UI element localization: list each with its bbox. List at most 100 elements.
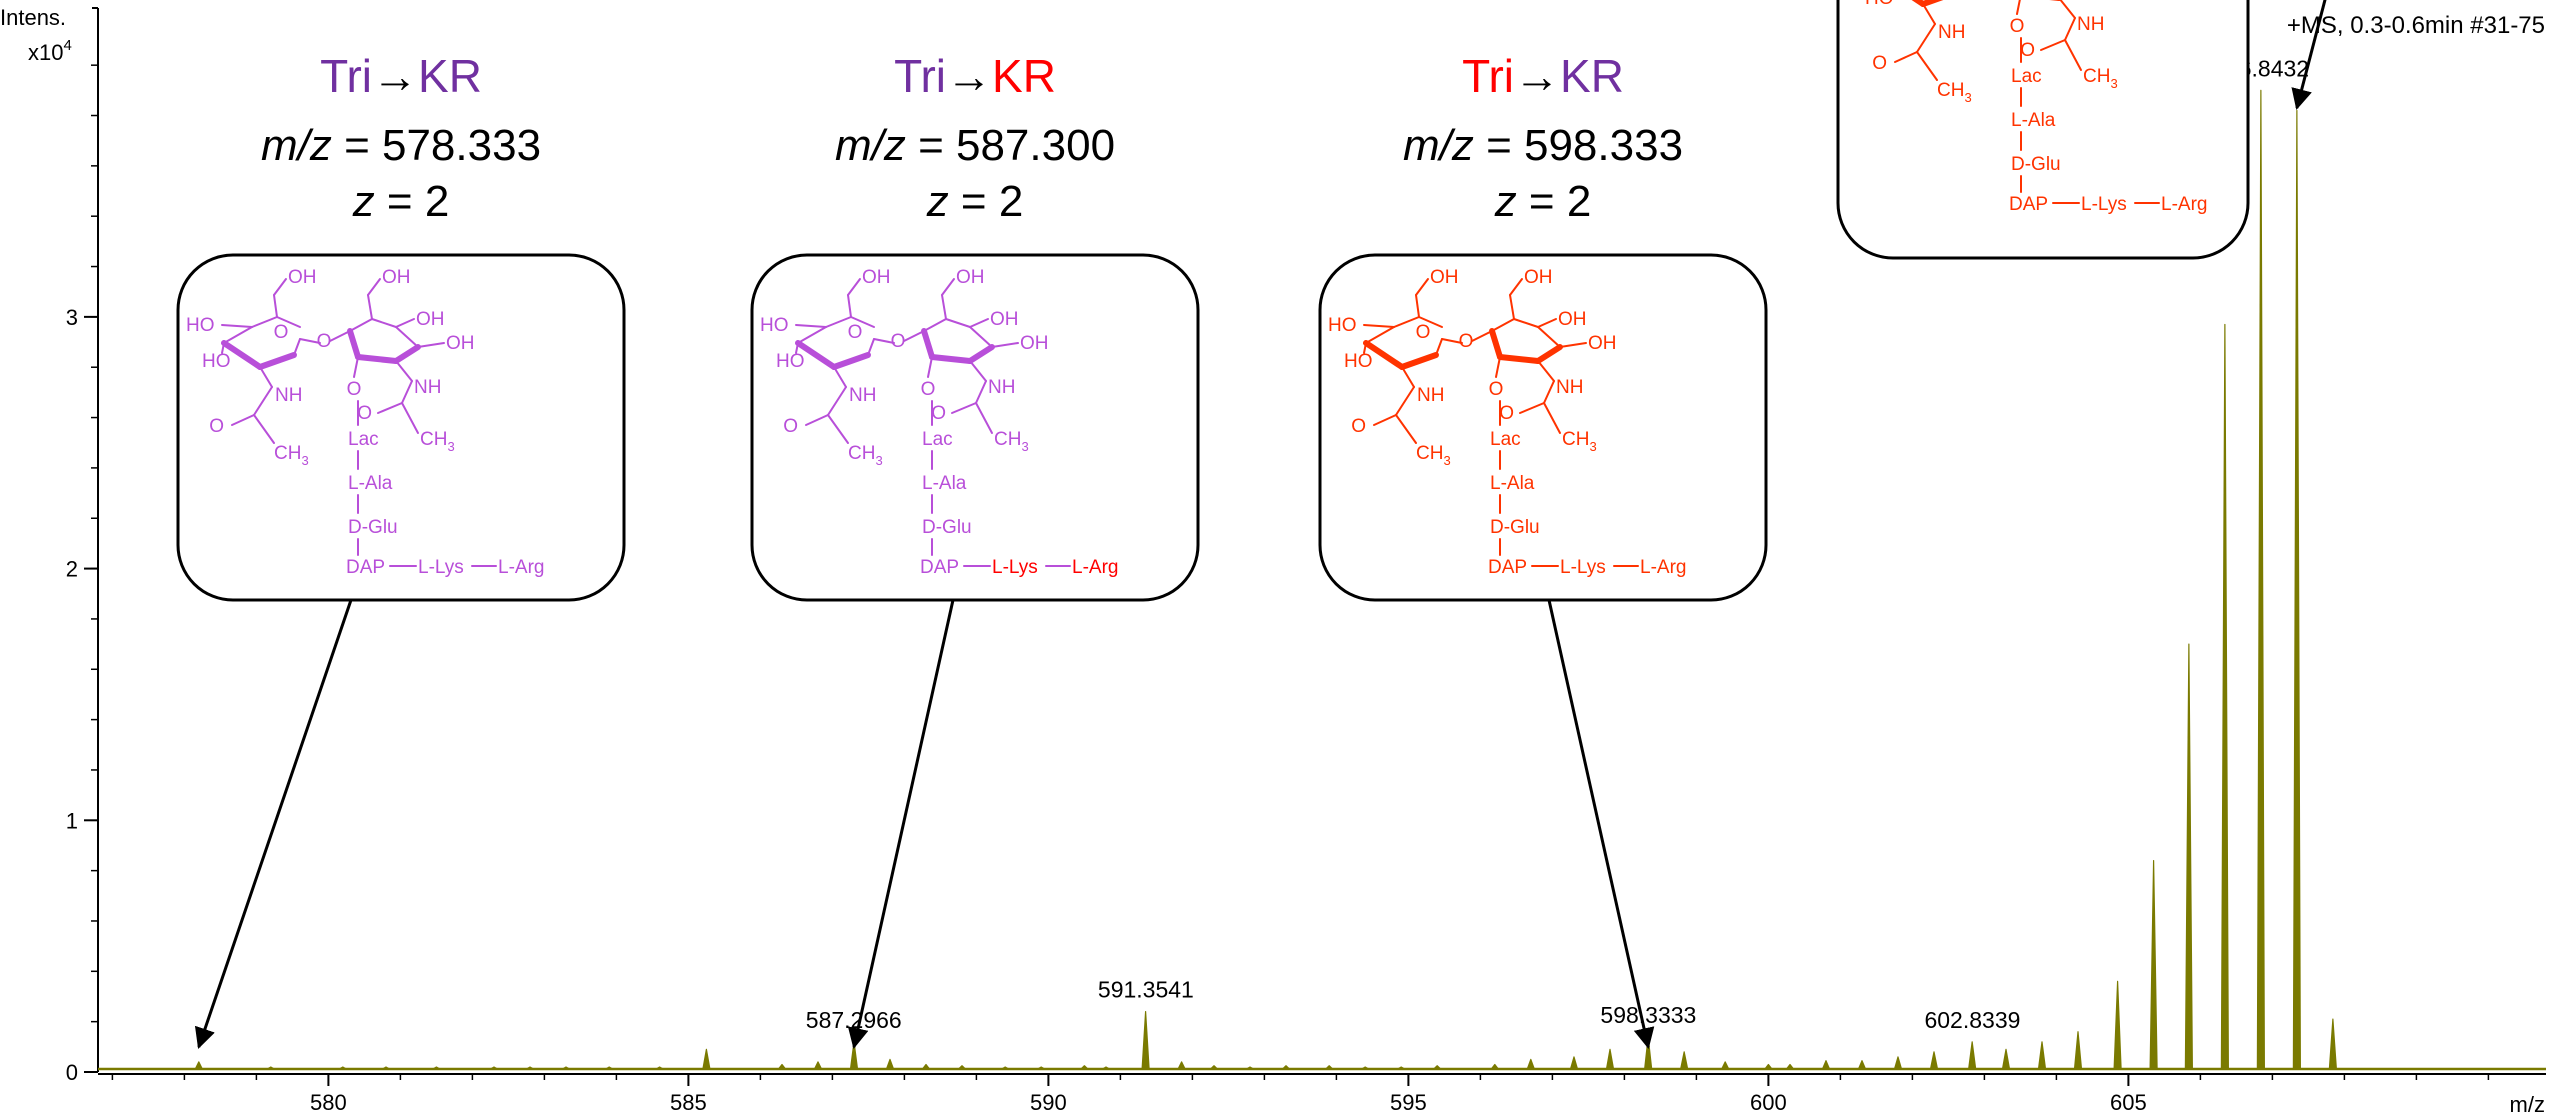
hydroxyl-label: HO (186, 315, 215, 336)
structure-box (176, 253, 626, 602)
structure-bond (377, 402, 403, 414)
structure-bond (401, 402, 419, 434)
top-structure-group: OOHHOHONHOCH3OOHOHOHNHOCH3OLacL-AlaD-Glu… (1836, 0, 2327, 260)
arginine-label: L-Arg (2161, 194, 2207, 215)
spectrum-peak (2037, 1041, 2047, 1070)
fragment-title-left: Tri (1462, 50, 1514, 102)
lysine-label: L-Lys (992, 557, 1038, 578)
charge-symbol: z (926, 177, 949, 226)
structure-bond (969, 326, 993, 348)
structure-bond (921, 328, 935, 360)
structure-bond (1519, 402, 1545, 414)
lactyl-label: Lac (1490, 429, 1521, 450)
charge-symbol: z (352, 177, 375, 226)
structure-bond (371, 318, 397, 328)
spectrum-peak (777, 1063, 787, 1070)
structure-bond (1401, 366, 1415, 388)
charge-value: = 2 (1517, 177, 1592, 226)
arginine-label: L-Arg (1640, 557, 1686, 578)
spectrum-peak (1605, 1048, 1615, 1070)
carbonyl-label: O (2020, 40, 2035, 61)
structure-bond (825, 316, 852, 328)
mz-value: = 598.333 (1474, 121, 1683, 170)
hydroxyl-label: OH (446, 333, 475, 354)
hydroxyl-label: HO (1865, 0, 1894, 9)
fragment-title-left: Tri (894, 50, 946, 102)
spectrum-peak (2149, 859, 2158, 1070)
spectrum-peak (489, 1066, 499, 1070)
ring-oxygen-label: O (274, 322, 289, 343)
spectrum-peak (813, 1061, 823, 1070)
spectrum-peak (338, 1066, 347, 1070)
spectrum-peak (2001, 1048, 2011, 1070)
structure-bond (1395, 414, 1417, 444)
hydroxyl-label: OH (416, 309, 445, 330)
spectrum-peak (525, 1066, 535, 1070)
structure-bond (1399, 352, 1439, 370)
structure-bond (827, 414, 849, 444)
fragment-title-arrow: → (372, 50, 418, 102)
structure-bond (873, 338, 895, 344)
charge-value: = 2 (375, 177, 450, 226)
structure-bond (847, 294, 852, 318)
methyl-label: CH3 (1562, 429, 1597, 454)
amide-label: NH (1556, 377, 1583, 398)
glycosidic-oxygen-label: O (1459, 331, 1474, 352)
structure-bond (393, 344, 421, 364)
carbonyl-label: O (1872, 53, 1887, 74)
structure-bond (929, 354, 973, 364)
structure-bond (975, 402, 993, 434)
lactyl-label: Lac (2011, 66, 2042, 87)
structure-bond (1418, 316, 1443, 328)
structure-bond (833, 366, 847, 388)
hydroxyl-label: OH (1020, 333, 1049, 354)
structure-bond (1497, 354, 1541, 364)
hydroxyl-label: HO (760, 315, 789, 336)
structure-box (1318, 253, 1768, 602)
glycopeptide-structure: OOHHOHONHOCH3OOHOHOHNHOCH3OLacL-AlaD-Glu… (1328, 267, 1686, 578)
structure-bond (1916, 23, 1936, 53)
y-tick-label: 0 (66, 1060, 78, 1085)
structure-bond (253, 414, 275, 444)
structure-bond (2059, 0, 2076, 19)
annotation-arrow (847, 599, 955, 1050)
subscript: 3 (875, 453, 882, 468)
structure-bond (367, 294, 373, 320)
glutamate-label: D-Glu (2011, 154, 2061, 175)
x-tick-label: 595 (1390, 1090, 1427, 1115)
spectrum-peak (1433, 1065, 1442, 1070)
spectrum-peak (1857, 1060, 1867, 1070)
carbonyl-label: O (1499, 403, 1514, 424)
hydroxyl-label: HO (1328, 315, 1357, 336)
amide-label: NH (275, 385, 302, 406)
structure-bond (805, 414, 829, 426)
structure-bond (2064, 39, 2082, 71)
structure-bond (1441, 338, 1463, 344)
x-axis-unit-label: m/z (2510, 1092, 2545, 1117)
ether-oxygen-label: O (347, 379, 362, 400)
structure-bond (1509, 278, 1523, 296)
fragment-title: Tri→KR (320, 50, 482, 102)
charge-label: z = 2 (926, 177, 1024, 226)
structure-bond (797, 326, 827, 344)
x-tick-label: 600 (1750, 1090, 1787, 1115)
hydroxyl-label: OH (288, 267, 317, 288)
spectrum-peak (2184, 643, 2193, 1070)
subscript: 3 (1021, 439, 1028, 454)
carbonyl-label: O (931, 403, 946, 424)
structure-bond (945, 318, 971, 328)
dap-label: DAP (2009, 194, 2048, 215)
peak-label: 587.2966 (806, 1007, 902, 1033)
spectrum-peak (2292, 109, 2301, 1070)
spectrum-peak (1141, 1010, 1150, 1070)
spectrum-peak (655, 1066, 664, 1070)
hydroxyl-label: OH (990, 309, 1019, 330)
spectrum-peak (1037, 1066, 1046, 1070)
structure-bond (975, 380, 987, 404)
spectrum-peak (1893, 1056, 1903, 1070)
structure-bond (221, 340, 263, 370)
ether-oxygen-label: O (1489, 379, 1504, 400)
spectrum-peak (2220, 323, 2229, 1070)
